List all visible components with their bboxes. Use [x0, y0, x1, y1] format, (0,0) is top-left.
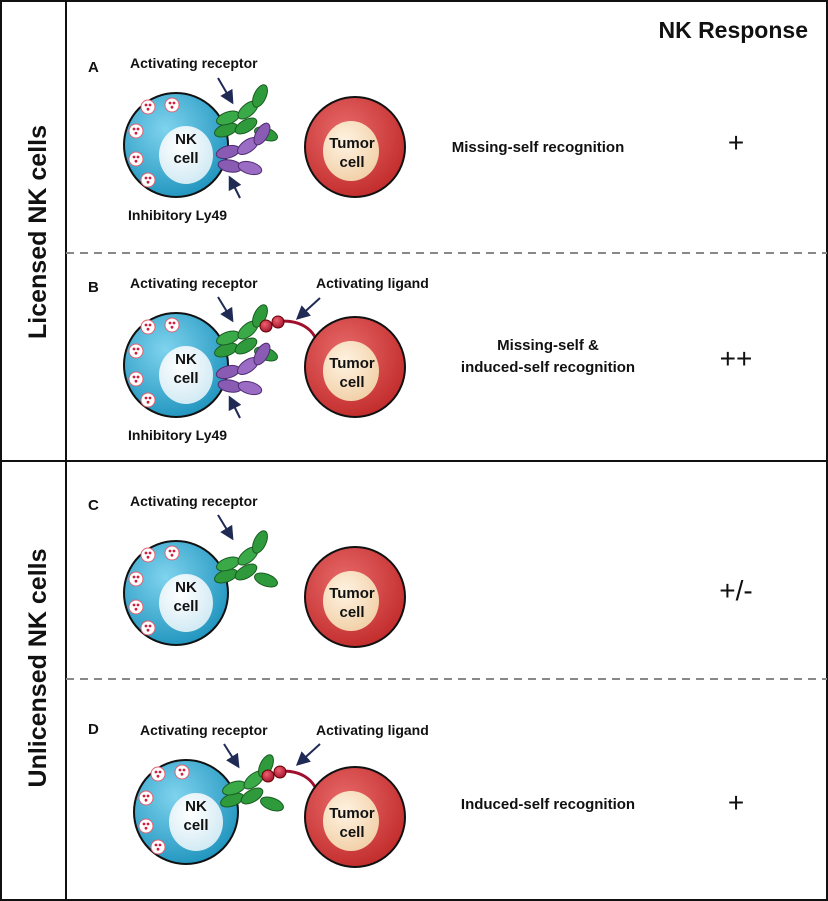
inhibitory-ly49-label: Inhibitory Ly49: [128, 427, 227, 443]
nk-cell-label-line2: cell: [173, 370, 198, 387]
nk-cell-label-line1: NK: [185, 798, 207, 815]
tumor-cell-label-line1: Tumor: [329, 135, 375, 152]
nk-cell-label-line1: NK: [175, 131, 197, 148]
activating-ligand-label: Activating ligand: [316, 275, 429, 291]
activating-ligand-arrow: [295, 297, 321, 320]
panel-letter: C: [88, 497, 99, 514]
activating-receptor-label: Activating receptor: [140, 722, 268, 738]
panel-letter: A: [88, 59, 99, 76]
panel-b: B Activating receptor Activating ligand …: [88, 275, 752, 443]
activating-ligand: [261, 769, 275, 783]
recognition-text: Induced-self recognition: [461, 796, 635, 813]
tumor-cell-label-line2: cell: [339, 374, 364, 391]
activating-receptor-label: Activating receptor: [130, 55, 258, 71]
panel-letter: B: [88, 279, 99, 296]
activating-ligand-arrow: [295, 743, 321, 766]
tumor-cell-label-line1: Tumor: [329, 585, 375, 602]
group-label-unlicensed: Unlicensed NK cells: [24, 549, 52, 788]
inhibitory-arrow: [228, 175, 242, 199]
panel-letter: D: [88, 721, 99, 738]
nk-response-value: +: [728, 787, 744, 818]
activating-receptor-arrow: [217, 296, 234, 323]
recognition-text-line1: Missing-self &: [497, 337, 599, 354]
recognition-text: Missing-self recognition: [452, 139, 625, 156]
panel-a: A Activating receptor NK cell Inhibitory…: [88, 55, 744, 223]
nk-response-value: ++: [720, 343, 753, 374]
activating-receptor-label: Activating receptor: [130, 493, 258, 509]
nk-cell-label-line1: NK: [175, 579, 197, 596]
nk-response-value: +: [728, 127, 744, 158]
inhibitory-arrow: [228, 395, 242, 419]
recognition-text-line2: induced-self recognition: [461, 359, 635, 376]
activating-ligand: [271, 315, 285, 329]
activating-receptor: [212, 302, 280, 365]
tumor-cell-label-line1: Tumor: [329, 805, 375, 822]
tumor-cell-label-line2: cell: [339, 604, 364, 621]
tumor-cell-label-line2: cell: [339, 824, 364, 841]
tumor-cell-label-line2: cell: [339, 154, 364, 171]
activating-ligand: [273, 765, 287, 779]
activating-ligand: [259, 319, 273, 333]
nk-cell-label-line1: NK: [175, 351, 197, 368]
activating-receptor-arrow: [217, 77, 234, 105]
group-label-licensed: Licensed NK cells: [24, 125, 52, 339]
activating-receptor-arrow: [223, 743, 240, 769]
nk-cell-label-line2: cell: [173, 598, 198, 615]
panel-d: D Activating receptor Activating ligand …: [88, 721, 744, 868]
activating-receptor: [212, 82, 280, 145]
nk-response-value: +/-: [719, 575, 752, 606]
inhibitory-ly49-label: Inhibitory Ly49: [128, 207, 227, 223]
tumor-cell-label-line1: Tumor: [329, 355, 375, 372]
activating-receptor-label: Activating receptor: [130, 275, 258, 291]
activating-receptor-arrow: [217, 514, 234, 541]
activating-ligand-label: Activating ligand: [316, 722, 429, 738]
column-header-nk-response: NK Response: [658, 17, 808, 43]
nk-cell-label-line2: cell: [183, 817, 208, 834]
activating-receptor: [212, 528, 280, 591]
panel-c: C Activating receptor NK cell Tumor cell…: [88, 493, 753, 648]
nk-cell-label-line2: cell: [173, 150, 198, 167]
